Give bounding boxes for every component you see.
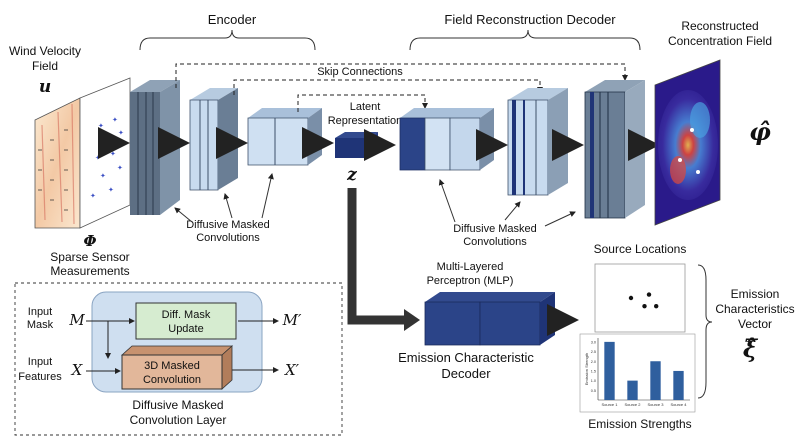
chart-bar-4 [673, 370, 684, 400]
chart-y-tick: 1.0 [591, 379, 596, 383]
diff-mask-label-2: Update [168, 323, 203, 335]
sensor-label-1: Sparse Sensor [50, 250, 129, 264]
encoder-conv-pointers [174, 173, 274, 223]
input-mask-label-2: Mask [27, 319, 54, 331]
decoder-block-2 [507, 88, 568, 196]
wind-field-label-1: Wind Velocity [9, 44, 81, 58]
sensor-symbol: Φ [83, 232, 96, 250]
masked-conv-label-1: 3D Masked [144, 360, 200, 372]
mlp-label-1: Multi-Layered [437, 261, 504, 273]
svg-text:✦: ✦ [110, 150, 116, 158]
output-label-2: Concentration Field [668, 34, 772, 48]
source-point-2 [646, 292, 652, 297]
wind-velocity-field-image [34, 97, 81, 229]
skip-connections-label: Skip Connections [317, 66, 403, 78]
input-mask-label-1: Input [28, 306, 52, 318]
source-point-3 [642, 303, 647, 309]
chart-bar-1 [604, 341, 615, 400]
mlp-block [424, 292, 555, 346]
chart-y-tick: 3.0 [591, 340, 596, 344]
encoder-brace [139, 29, 316, 51]
sensor-label-2: Measurements [50, 264, 129, 278]
chart-y-tick: 0.5 [591, 389, 596, 393]
emission-vector-label-3: Vector [738, 317, 772, 331]
decoder-conv-pointers [438, 179, 576, 227]
svg-text:✦: ✦ [95, 154, 101, 162]
encoder-title: Encoder [208, 12, 257, 27]
svg-text:✦: ✦ [104, 134, 110, 142]
latent-to-mlp-arrowhead [404, 309, 420, 331]
chart-bar-3 [650, 361, 661, 400]
out-mask-symbol: M′ [282, 311, 302, 329]
out-features-symbol: X′ [284, 361, 300, 379]
emission-strengths-title: Emission Strengths [588, 417, 691, 431]
input-features-label-1: Input [28, 356, 52, 368]
mlp-label-2: Perceptron (MLP) [427, 275, 514, 287]
decoder-title: Field Reconstruction Decoder [444, 12, 616, 27]
legend-box [14, 282, 343, 436]
source-locations-title: Source Locations [594, 242, 687, 256]
sensor-measurements-image: ✦✦✦ ✦✦✦ ✦✦✦ ✦ [79, 77, 131, 229]
reconstructed-field-image [654, 59, 721, 226]
svg-text:✦: ✦ [118, 129, 124, 137]
encoder-block-3 [247, 108, 322, 166]
svg-text:✦: ✦ [100, 172, 106, 180]
chart-y-tick: 2.0 [591, 360, 596, 364]
decoder-block-3 [584, 80, 645, 219]
diff-mask-label-1: Diff. Mask [162, 309, 211, 321]
chart-y-tick: 2.5 [591, 350, 596, 354]
encoder-conv-label-1: Diffusive Masked [186, 219, 270, 231]
chart-x-tick: Source 4 [670, 402, 687, 407]
encoder-block-2 [189, 88, 238, 191]
emission-vector-label-1: Emission [731, 287, 780, 301]
svg-text:✦: ✦ [98, 122, 104, 130]
wind-field-label-2: Field [32, 59, 58, 73]
wind-symbol: u [39, 77, 51, 97]
svg-text:✦: ✦ [112, 116, 118, 124]
output-label-1: Reconstructed [681, 19, 758, 33]
mask-symbol: M [68, 311, 85, 329]
latent-block [335, 132, 378, 158]
diff-mask-update-box [135, 302, 237, 340]
emission-vector-brace [697, 264, 713, 399]
output-symbol: φ̂ [749, 117, 771, 146]
encoder-block-1 [130, 80, 180, 215]
emission-vector-symbol: ξ̂ [743, 334, 759, 363]
chart-bar-2 [627, 380, 638, 400]
legend-caption-1: Diffusive Masked [132, 398, 223, 412]
decoder-conv-label-2: Convolutions [463, 236, 527, 248]
emission-vector-label-2: Characteristics [715, 302, 794, 316]
chart-y-tick: 1.5 [591, 369, 596, 373]
chart-x-tick: Source 2 [624, 402, 641, 407]
decoder-block-1 [399, 108, 494, 171]
decoder-conv-label-1: Diffusive Masked [453, 223, 537, 235]
emission-decoder-label-1: Emission Characteristic [398, 350, 534, 365]
svg-text:✦: ✦ [117, 164, 123, 172]
decoder-brace [409, 29, 641, 51]
legend-arrows [86, 318, 279, 374]
chart-x-tick: Source 3 [647, 402, 664, 407]
svg-text:✦: ✦ [90, 192, 96, 200]
legend-caption-2: Convolution Layer [130, 413, 227, 427]
masked-conv-label-2: Convolution [143, 374, 201, 386]
emission-decoder-label-2: Decoder [441, 366, 491, 381]
source-point-1 [628, 295, 634, 301]
source-point-4 [654, 303, 659, 309]
chart-y-label: Emission Strength [584, 353, 589, 385]
latent-to-mlp-path [347, 188, 408, 325]
latent-symbol: z [346, 165, 357, 185]
svg-text:✦: ✦ [108, 186, 114, 194]
masked-conv-box [120, 345, 234, 390]
source-locations-plot [594, 263, 686, 333]
encoder-conv-label-2: Convolutions [196, 232, 260, 244]
latent-label-1: Latent [350, 101, 381, 113]
chart-x-tick: Source 1 [601, 402, 618, 407]
features-symbol: X [71, 361, 84, 379]
skip-connections [175, 63, 628, 112]
input-features-label-2: Features [18, 371, 62, 383]
latent-label-2: Representation [328, 115, 403, 127]
